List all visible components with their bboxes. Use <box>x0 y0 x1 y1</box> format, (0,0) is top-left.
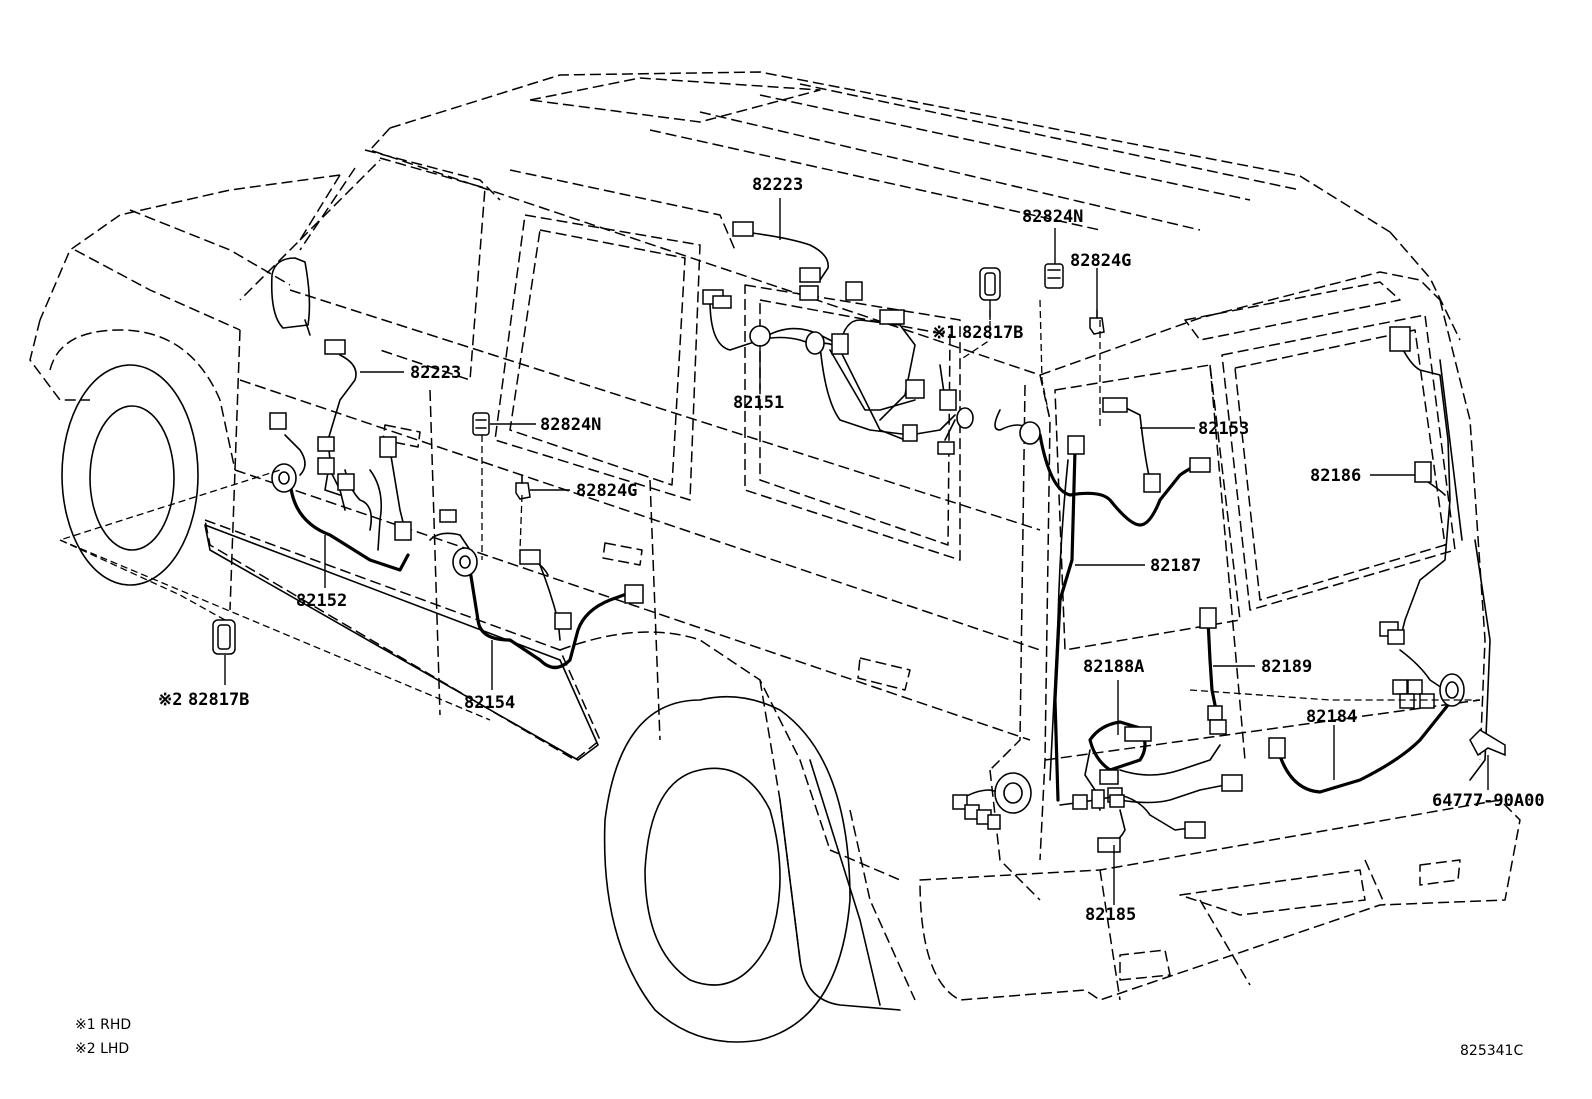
harness-82154 <box>429 509 644 670</box>
label-82824N-top: 82824N <box>1022 207 1083 227</box>
legend: ※1 RHD ※2 LHD <box>75 1017 131 1057</box>
harness-82151 <box>702 281 974 455</box>
clip-82824N-mid <box>472 412 490 436</box>
side-mirror <box>270 257 311 336</box>
label-82151: 82151 <box>733 393 784 413</box>
clip-82824G-top <box>1089 309 1105 335</box>
harness-82188A <box>1084 720 1221 811</box>
side-step <box>204 524 599 761</box>
harness-82152 <box>269 412 412 572</box>
harness-82223-left <box>317 339 357 496</box>
clip-82824G-mid <box>515 474 531 500</box>
front-wheel <box>61 364 199 586</box>
label-82154: 82154 <box>464 693 515 713</box>
bracket-64777 <box>1469 729 1506 757</box>
leader-lines <box>58 198 1489 905</box>
label-82223-left: 82223 <box>410 363 461 383</box>
harness-82189 <box>1199 607 1227 735</box>
label-82817B-rhd: 82817B <box>962 323 1023 343</box>
legend-rhd: ※1 RHD <box>75 1017 131 1033</box>
harness-82153 <box>994 397 1211 527</box>
label-82152: 82152 <box>296 591 347 611</box>
label-82824G-mid: 82824G <box>576 481 637 501</box>
harness-82185 <box>1059 774 1243 853</box>
grommet-82817B-rhd <box>979 267 1001 301</box>
label-82186: 82186 <box>1310 466 1361 486</box>
label-82185: 82185 <box>1085 905 1136 925</box>
label-82223-top: 82223 <box>752 175 803 195</box>
marker-rhd: ※1 <box>932 323 956 343</box>
vehicle-body-outline <box>29 71 1521 1001</box>
label-64777-90A00: 64777-90A00 <box>1432 791 1545 811</box>
harness-82223-top <box>732 221 829 283</box>
label-82184: 82184 <box>1306 707 1357 727</box>
legend-lhd: ※2 LHD <box>75 1041 129 1057</box>
rear-wheel <box>603 695 901 1043</box>
rear-left-grommet-cluster <box>952 772 1032 830</box>
harness-82187 <box>1049 435 1085 802</box>
diagram-code: 825341C <box>1460 1043 1523 1059</box>
clip-82824N-top <box>1044 263 1064 289</box>
marker-lhd: ※2 <box>158 690 182 710</box>
label-82187: 82187 <box>1150 556 1201 576</box>
grommet-82817B-lhd <box>212 619 236 655</box>
label-82153: 82153 <box>1198 419 1249 439</box>
callout-labels: 82223 82223 82824N 82824G ※1 82817B 8282… <box>158 175 1545 925</box>
label-82188A: 82188A <box>1083 657 1144 677</box>
harness-82184 <box>1268 649 1465 794</box>
label-82824N-mid: 82824N <box>540 415 601 435</box>
label-82189: 82189 <box>1261 657 1312 677</box>
spare-carrier <box>1439 359 1491 781</box>
label-82817B-lhd: 82817B <box>188 690 249 710</box>
label-82824G-top: 82824G <box>1070 251 1131 271</box>
harness-82186 <box>1379 326 1451 645</box>
